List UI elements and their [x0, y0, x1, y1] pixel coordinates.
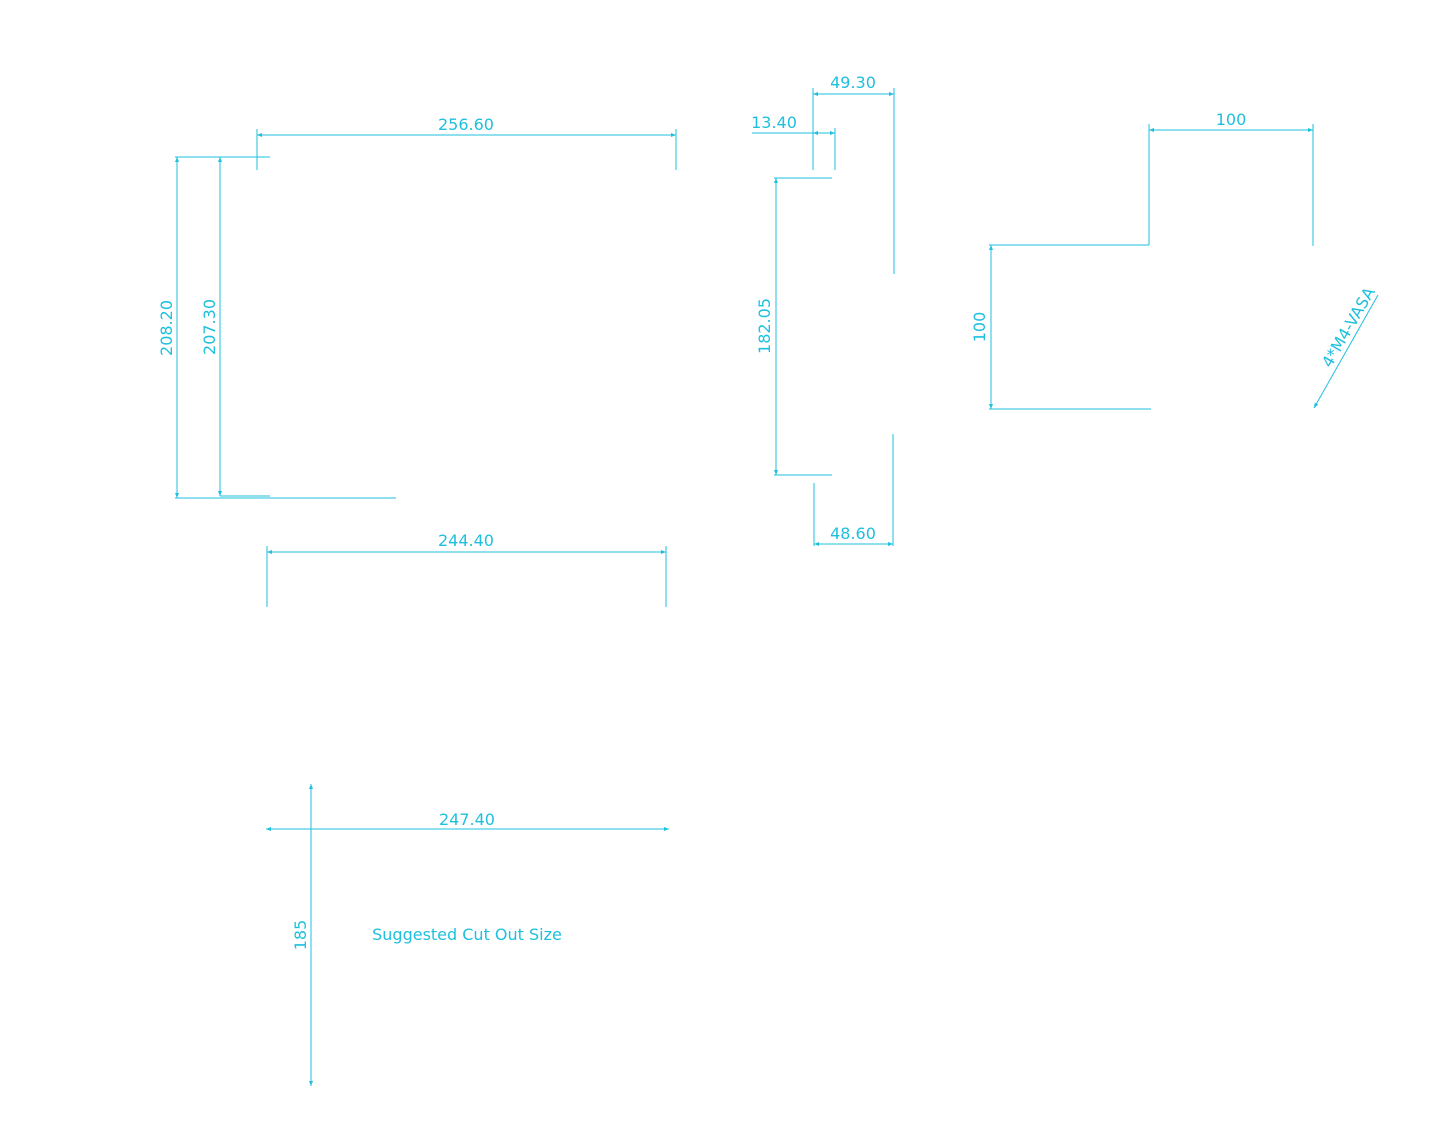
dim-side-depth-bottom: 48.60 [813, 434, 894, 546]
dim-label-vesa-screw-note: 4*M4-VASA [1318, 284, 1379, 371]
dim-front-width-bottom: 244.40 [266, 531, 667, 607]
dim-side-height: 182.05 [755, 177, 832, 476]
front-view: 256.60 208.20 207.30 244.40 [157, 115, 677, 607]
dim-cutout-width: 247.40 [266, 810, 669, 831]
dim-label-front-height-inner: 207.30 [200, 299, 219, 355]
dim-front-height-inner: 207.30 [200, 157, 222, 496]
dim-label-side-height: 182.05 [755, 298, 774, 354]
dim-label-vesa-vertical: 100 [970, 312, 989, 343]
dim-label-front-width-top: 256.60 [438, 115, 494, 134]
dim-side-bezel: 13.40 [751, 113, 836, 170]
dim-label-front-width-bottom: 244.40 [438, 531, 494, 550]
dim-side-depth-top: 49.30 [812, 73, 895, 274]
dim-label-cutout-height: 185 [291, 920, 310, 951]
vesa-view: 100 100 4*M4-VASA [970, 110, 1379, 410]
leader-line [1313, 294, 1379, 409]
cutout-caption: Suggested Cut Out Size [372, 925, 562, 944]
dim-cutout-height: 185 [291, 784, 313, 1086]
cutout-view: 247.40 185 Suggested Cut Out Size [266, 784, 669, 1086]
dim-vesa-vertical: 100 [970, 244, 1151, 410]
dim-front-height-outer: 208.20 [157, 157, 179, 498]
dim-label-front-height-outer: 208.20 [157, 300, 176, 356]
dim-label-side-depth-top: 49.30 [830, 73, 876, 92]
dim-label-vesa-horizontal: 100 [1216, 110, 1247, 129]
side-view: 49.30 13.40 182.05 48.60 [751, 73, 895, 546]
dim-label-cutout-width: 247.40 [439, 810, 495, 829]
dim-label-side-depth-bottom: 48.60 [830, 524, 876, 543]
dim-vesa-screw-note: 4*M4-VASA [1313, 284, 1379, 409]
dim-label-side-bezel: 13.40 [751, 113, 797, 132]
dim-vesa-horizontal: 100 [1148, 110, 1314, 246]
dim-front-width-top: 256.60 [256, 115, 677, 170]
